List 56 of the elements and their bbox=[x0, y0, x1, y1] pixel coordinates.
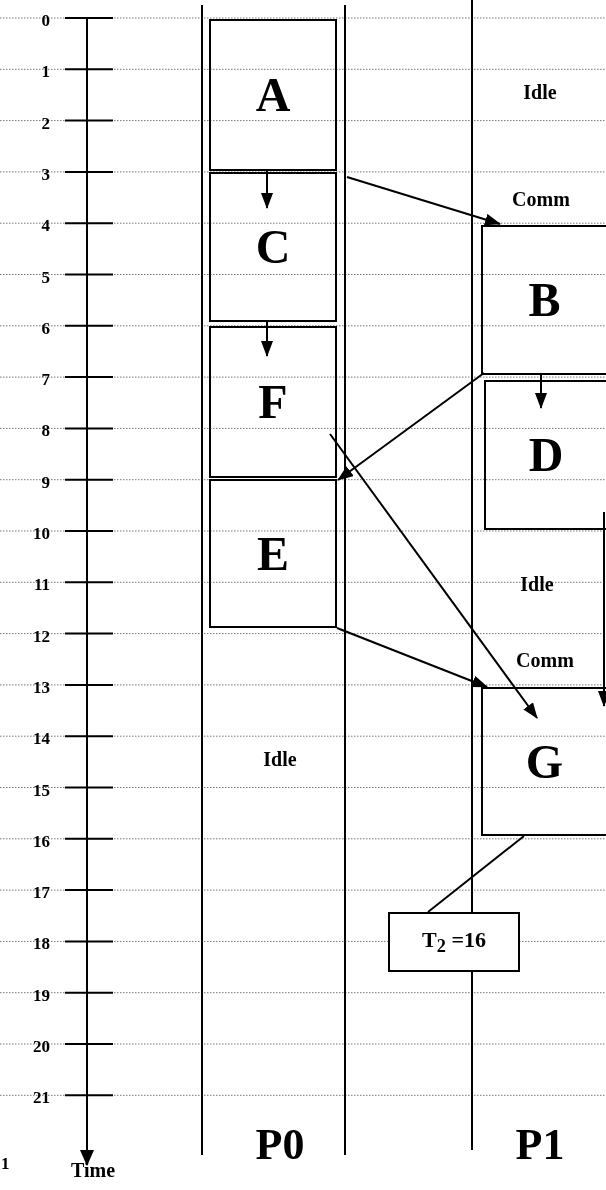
task-box bbox=[209, 479, 337, 628]
time-tick-label: 19 bbox=[33, 986, 50, 1004]
time-tick-label: 12 bbox=[33, 627, 50, 645]
axis-title: Time bbox=[70, 1160, 116, 1180]
leader-line bbox=[427, 835, 525, 913]
time-tick-label: 15 bbox=[33, 781, 50, 798]
idle-label: Idle bbox=[520, 574, 554, 594]
task-label: G bbox=[525, 737, 564, 786]
time-tick-label: 14 bbox=[33, 729, 50, 747]
time-tick-label: 16 bbox=[33, 832, 50, 850]
time-tick-label: 1 bbox=[1, 1154, 10, 1172]
time-tick-label: 5 bbox=[41, 268, 50, 285]
arrow bbox=[346, 176, 501, 226]
time-tick-label: 11 bbox=[33, 575, 50, 593]
callout-text: T$_{2}$ =16 bbox=[422, 928, 486, 956]
arrow bbox=[535, 374, 547, 409]
task-label: F bbox=[258, 378, 288, 426]
time-tick-label: 17 bbox=[33, 883, 50, 901]
arrow bbox=[261, 170, 273, 209]
task-label: A bbox=[255, 71, 291, 119]
task-label: D bbox=[528, 431, 564, 479]
processor-label: P0 bbox=[255, 1123, 305, 1167]
time-tick-label: 4 bbox=[41, 216, 50, 234]
task-box bbox=[209, 326, 337, 478]
time-tick-label: 8 bbox=[41, 421, 50, 439]
arrow bbox=[329, 433, 538, 719]
idle-label: Idle bbox=[523, 82, 557, 102]
task-box bbox=[209, 172, 337, 322]
time-tick-label: 3 bbox=[41, 165, 50, 183]
task-label: E bbox=[257, 529, 289, 578]
time-tick-label: 1 bbox=[41, 62, 50, 80]
time-tick-label: 10 bbox=[33, 524, 50, 542]
callout-box bbox=[388, 912, 520, 972]
arrow bbox=[337, 372, 485, 481]
task-label: C bbox=[255, 223, 291, 271]
time-tick-label: 20 bbox=[33, 1037, 50, 1055]
time-tick-label: 9 bbox=[41, 473, 50, 491]
arrow bbox=[598, 511, 606, 707]
time-tick-label: 13 bbox=[33, 678, 50, 696]
time-tick-label: 2 bbox=[41, 114, 50, 132]
comm-label: Comm bbox=[512, 189, 570, 209]
task-box bbox=[484, 380, 606, 530]
comm-label: Comm bbox=[516, 650, 574, 670]
task-label: B bbox=[528, 276, 561, 324]
time-tick-label: 21 bbox=[33, 1088, 50, 1106]
time-tick-label: 18 bbox=[33, 934, 50, 952]
time-tick-label: 7 bbox=[41, 370, 50, 388]
idle-label: Idle bbox=[263, 749, 297, 769]
arrow bbox=[336, 627, 488, 688]
time-tick-label: 0 bbox=[41, 11, 50, 29]
task-box bbox=[209, 19, 337, 171]
task-box bbox=[481, 225, 606, 375]
task-box bbox=[481, 687, 606, 836]
time-tick-label: 6 bbox=[41, 319, 50, 337]
processor-label: P1 bbox=[515, 1123, 565, 1167]
arrow bbox=[261, 321, 273, 357]
